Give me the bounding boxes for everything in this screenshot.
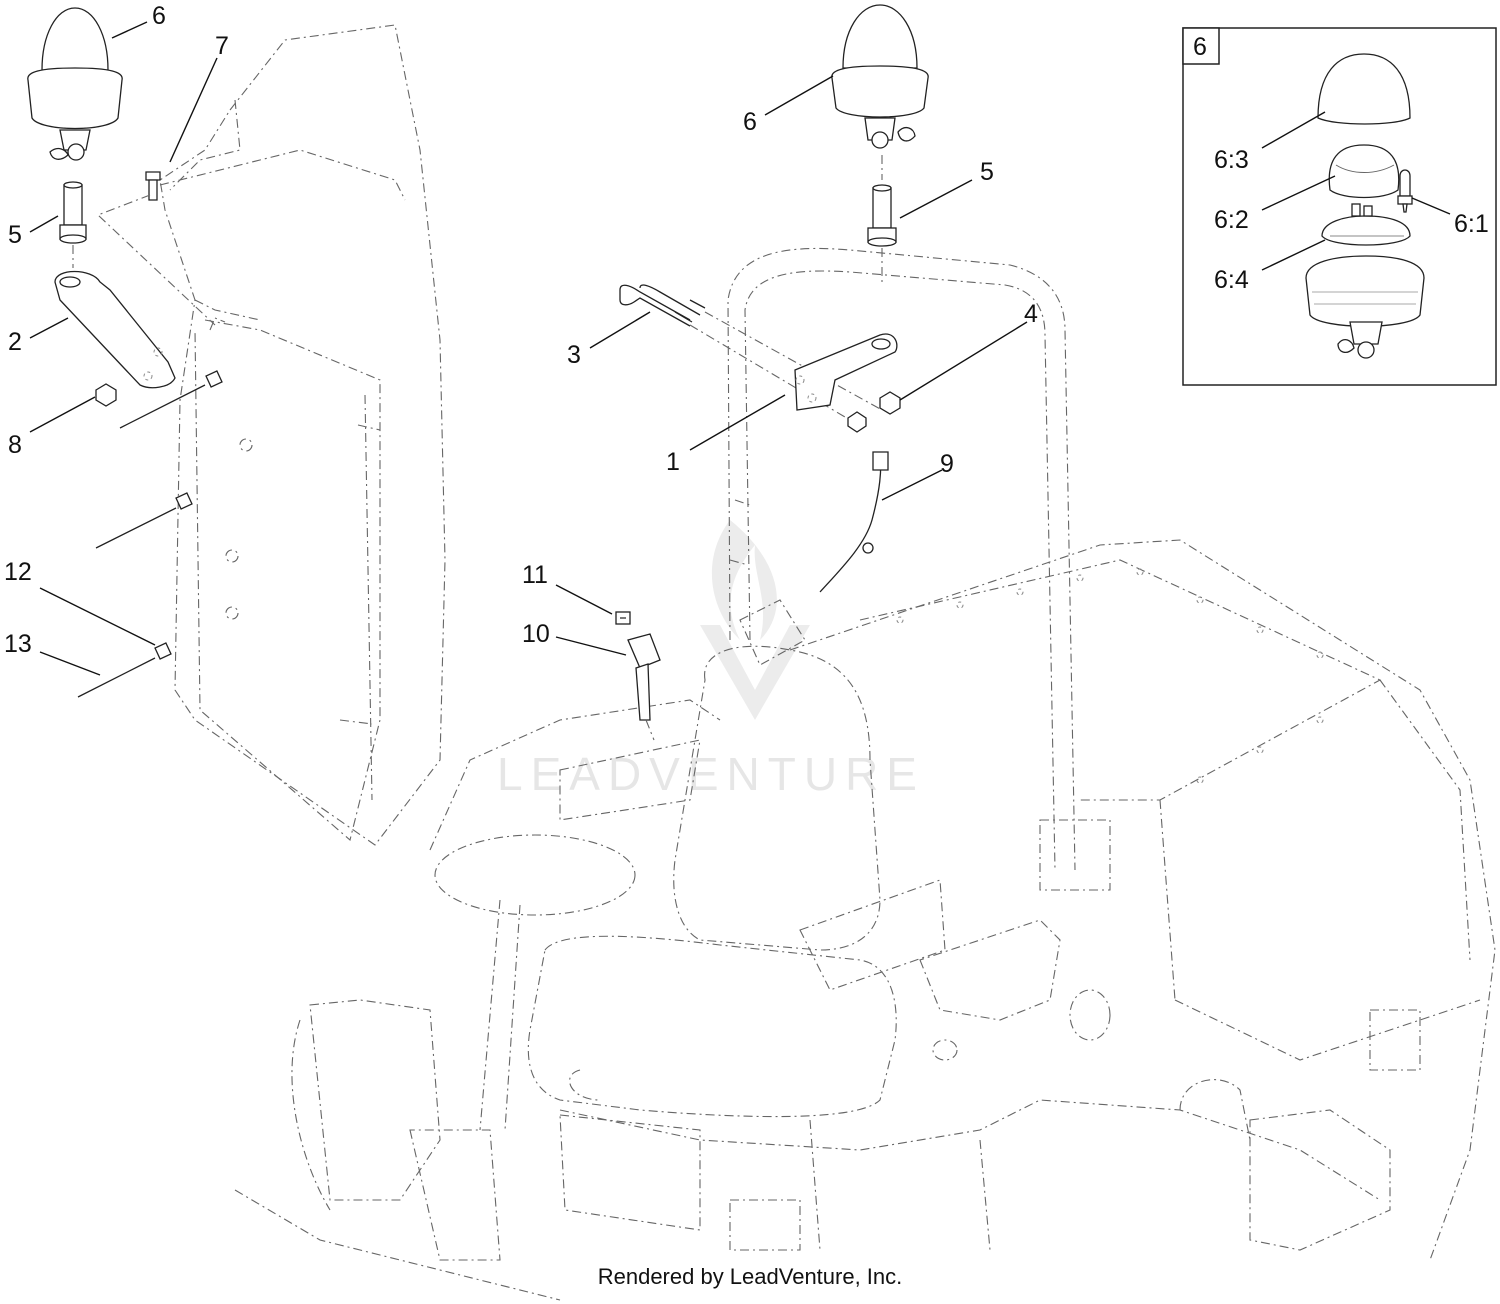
watermark-text: LEADVENTURE <box>497 748 925 800</box>
callout-3: 3 <box>567 341 581 369</box>
inset-callout-6-2: 6:2 <box>1214 206 1249 234</box>
u-bolt-3 <box>619 284 706 327</box>
callout-5-left: 5 <box>8 221 22 249</box>
cable-tie-12-13 <box>77 642 172 698</box>
switch-10 <box>627 633 661 741</box>
wire-harness-9 <box>819 451 889 593</box>
cable-tie-upper <box>119 370 223 429</box>
mount-tube-left <box>59 181 87 244</box>
callout-11: 11 <box>522 561 548 589</box>
inset-callout-6-4: 6:4 <box>1214 266 1249 294</box>
nut-4 <box>847 391 901 433</box>
callout-12: 12 <box>4 558 32 586</box>
inset-dome <box>1317 53 1411 125</box>
callout-4: 4 <box>1024 300 1038 328</box>
watermark: LEADVENTURE <box>497 520 925 800</box>
beacon-light-center <box>831 4 929 149</box>
mower-body <box>159 24 1496 1301</box>
cable-tie-middle <box>95 492 193 549</box>
inset-callout-6-1: 6:1 <box>1454 210 1489 238</box>
callout-5-center: 5 <box>980 158 994 186</box>
mount-tube-center <box>867 184 897 247</box>
inset-callout-6-3: 6:3 <box>1214 146 1249 174</box>
beacon-light-left <box>27 7 123 161</box>
mount-bracket-left <box>54 270 176 389</box>
left-beacon-assembly <box>27 7 226 698</box>
callout-13: 13 <box>4 630 32 658</box>
mount-bracket-center <box>794 333 898 411</box>
bolt-7 <box>145 171 161 201</box>
callout-6-left: 6 <box>152 2 166 30</box>
inset-lens <box>1328 144 1400 199</box>
hood-rivets <box>896 568 1324 784</box>
inset-bulb <box>1397 169 1413 213</box>
inset-label: 6 <box>1193 33 1207 61</box>
leader-lines <box>29 21 1028 676</box>
footer-credit: Rendered by LeadVenture, Inc. <box>597 1264 903 1289</box>
callout-labels: 6 7 5 2 8 12 13 6 5 4 3 1 9 11 10 <box>4 2 1038 658</box>
inset-base <box>1305 255 1425 359</box>
inset-beacon-exploded: 6 6:3 6:2 <box>1182 27 1497 386</box>
nut-8 <box>95 383 117 407</box>
callout-10: 10 <box>522 620 550 648</box>
inset-circuit-board <box>1321 203 1411 246</box>
center-beacon-assembly <box>615 4 929 741</box>
callout-9: 9 <box>940 450 954 478</box>
callout-6-center: 6 <box>743 108 757 136</box>
callout-8: 8 <box>8 431 22 459</box>
callout-2: 2 <box>8 328 22 356</box>
decal-11 <box>615 611 631 625</box>
callout-7: 7 <box>215 32 229 60</box>
callout-1: 1 <box>666 448 680 476</box>
